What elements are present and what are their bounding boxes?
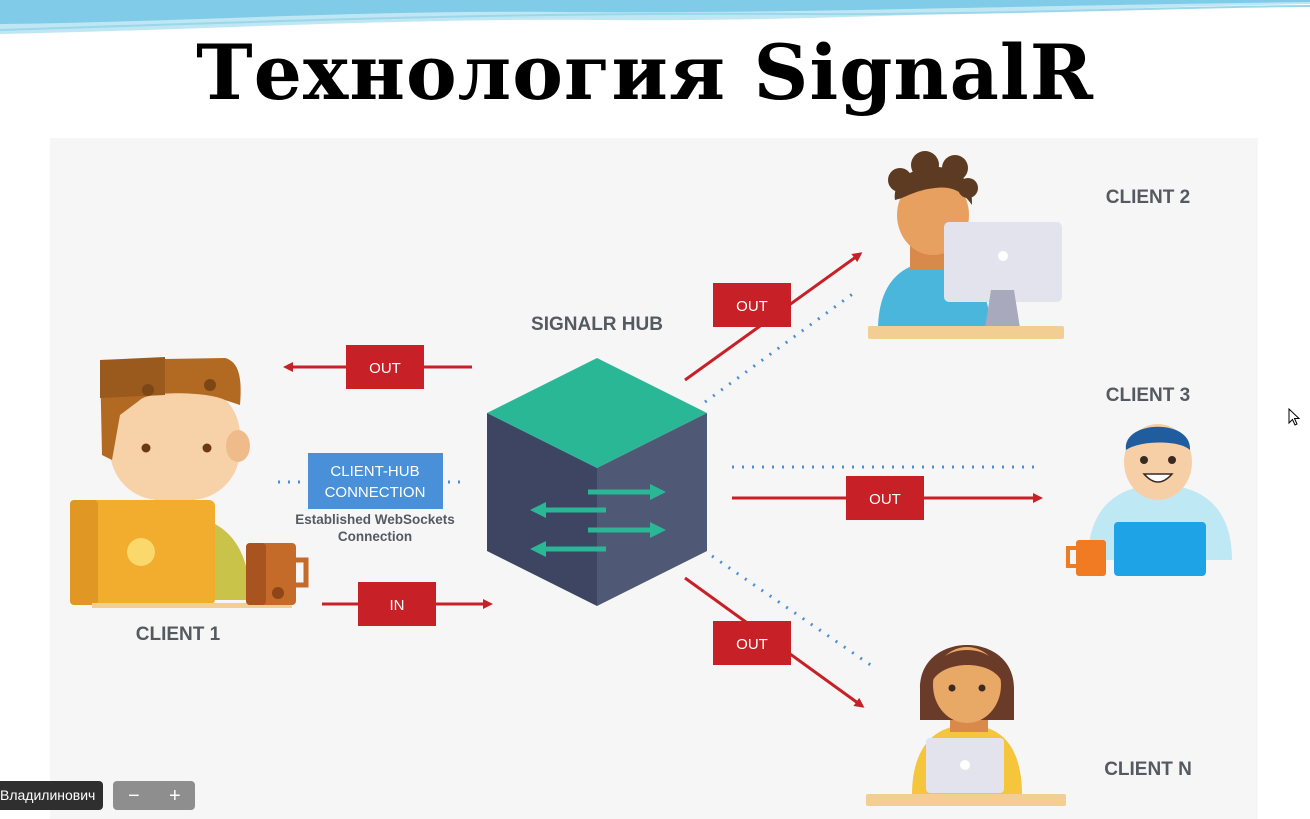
mouse-cursor-icon	[1288, 408, 1300, 426]
connection-caption-line1: Established WebSockets	[295, 512, 455, 527]
connection-caption-line2: Connection	[338, 529, 412, 544]
client-2-out-label: OUT	[736, 298, 768, 315]
zoom-controls: − +	[113, 781, 196, 810]
client-1-in-label: IN	[390, 597, 405, 614]
client-3-label: CLIENT 3	[1106, 385, 1190, 406]
client-1-label: CLIENT 1	[136, 624, 221, 645]
client-n-out-box	[713, 621, 791, 665]
client-n-out-label: OUT	[736, 636, 768, 653]
client-1-out-box	[346, 345, 424, 389]
client-n-label: CLIENT N	[1104, 759, 1192, 780]
client-n-figure	[866, 645, 1066, 806]
connection-box	[308, 453, 443, 509]
hub-label: SIGNALR HUB	[531, 314, 663, 335]
connection-box-line1: CLIENT-HUB	[330, 463, 419, 480]
presenter-name: Владилинович	[0, 781, 104, 810]
client-1-figure	[70, 357, 309, 608]
client-2-dotted-line	[704, 288, 859, 404]
connection-box-line2: CONNECTION	[325, 484, 426, 501]
client-3-out-box	[846, 476, 924, 520]
client-2-figure	[868, 151, 1064, 339]
client-1-out-label: OUT	[369, 360, 401, 377]
top-wave-decoration	[0, 0, 1310, 34]
zoom-out-button[interactable]: −	[128, 784, 140, 807]
zoom-in-button[interactable]: +	[169, 784, 181, 807]
presenter-bar: Владилинович − +	[0, 781, 196, 810]
client-3-figure	[1066, 424, 1232, 576]
client-1-in-box	[358, 582, 436, 626]
hub-cube	[487, 358, 707, 606]
client-2-label: CLIENT 2	[1106, 187, 1190, 208]
client-2-out-box	[713, 283, 791, 327]
client-3-out-label: OUT	[869, 491, 901, 508]
client-n-dotted-line	[711, 554, 873, 668]
slide-title: Технология SignalR	[196, 28, 1094, 117]
